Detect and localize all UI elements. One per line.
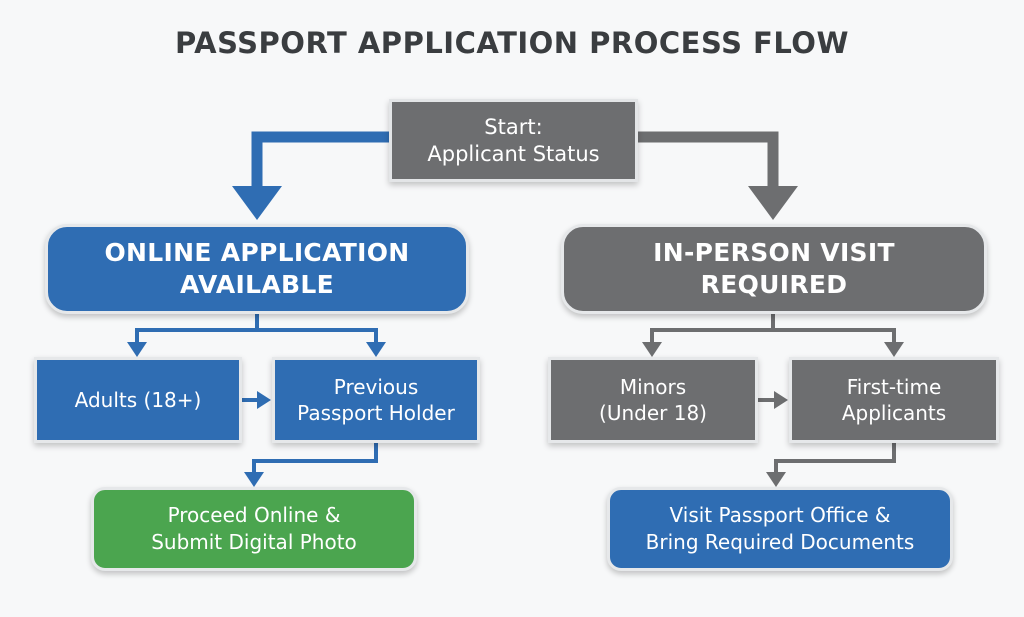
category-previous-line2: Passport Holder <box>297 401 455 425</box>
start-label: Start: <box>484 114 543 139</box>
arrow-online-split <box>127 314 386 357</box>
arrow-in-person-split <box>642 314 904 357</box>
result-in-person-line2: Bring Required Documents <box>645 530 915 554</box>
result-online-line2: Submit Digital Photo <box>151 530 357 554</box>
result-proceed-online: Proceed Online & Submit Digital Photo <box>91 487 417 571</box>
arrow-start-to-online <box>232 131 389 220</box>
start-node: Start: Applicant Status <box>389 99 638 182</box>
online-header-line2: AVAILABLE <box>180 270 334 299</box>
category-minors-line2: (Under 18) <box>599 401 707 425</box>
category-first-time-line1: First-time <box>846 375 942 399</box>
online-header-line1: ONLINE APPLICATION <box>104 238 410 267</box>
category-first-time-applicants: First-time Applicants <box>789 357 999 443</box>
result-visit-passport-office: Visit Passport Office & Bring Required D… <box>607 487 953 571</box>
arrow-previous-to-online-result <box>244 443 378 487</box>
in-person-header-line2: REQUIRED <box>700 270 848 299</box>
arrow-adults-to-previous <box>242 391 271 409</box>
arrow-first-time-to-in-person-result <box>766 443 896 487</box>
page-title: PASSPORT APPLICATION PROCESS FLOW <box>175 26 849 60</box>
category-adults-label: Adults (18+) <box>74 388 202 412</box>
category-minors-line1: Minors <box>619 375 687 399</box>
result-in-person-line1: Visit Passport Office & <box>669 503 891 527</box>
category-adults: Adults (18+) <box>34 357 242 443</box>
online-application-header: ONLINE APPLICATION AVAILABLE <box>45 224 469 314</box>
arrow-minors-to-first-time <box>758 391 788 409</box>
category-first-time-line2: Applicants <box>841 401 947 425</box>
category-previous-passport-holder: Previous Passport Holder <box>272 357 480 443</box>
category-minors: Minors (Under 18) <box>548 357 758 443</box>
start-sublabel: Applicant Status <box>427 141 600 166</box>
in-person-header-line1: IN-PERSON VISIT <box>653 238 895 267</box>
in-person-visit-header: IN-PERSON VISIT REQUIRED <box>561 224 987 314</box>
result-online-line1: Proceed Online & <box>167 503 341 527</box>
arrow-start-to-in-person <box>638 131 798 220</box>
category-previous-line1: Previous <box>333 375 419 399</box>
